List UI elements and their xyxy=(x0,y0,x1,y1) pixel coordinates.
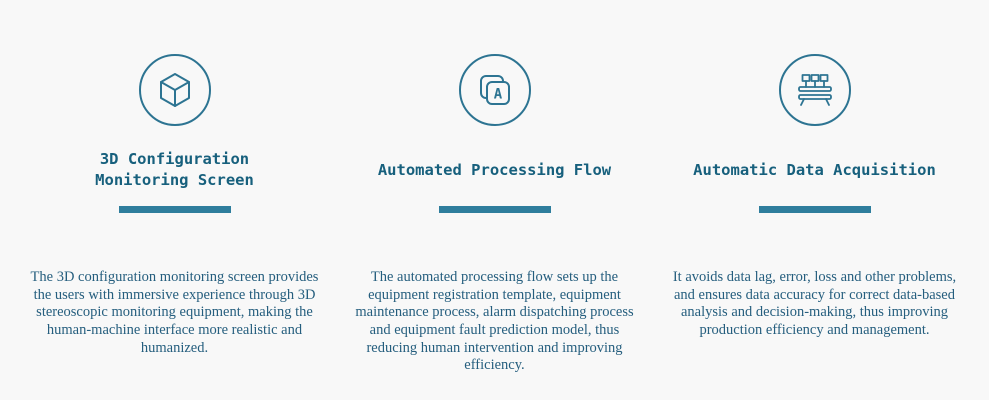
feature-description: The automated processing flow sets up th… xyxy=(355,269,634,374)
feature-card-automated-processing: A Automated Processing Flow The automate… xyxy=(345,54,645,375)
accent-divider xyxy=(438,206,551,213)
feature-title: 3D Configuration Monitoring Screen xyxy=(95,150,254,189)
features-row: 3D Configuration Monitoring Screen The 3… xyxy=(25,0,965,375)
accent-divider xyxy=(758,206,871,213)
feature-title: Automatic Data Acquisition xyxy=(693,160,936,179)
cube-3d-icon xyxy=(138,54,211,126)
feature-card-data-acquisition: Automatic Data Acquisition It avoids dat… xyxy=(665,54,965,375)
accent-divider xyxy=(118,206,231,213)
document-a-icon: A xyxy=(458,54,531,126)
data-acquisition-icon xyxy=(778,54,851,126)
svg-text:A: A xyxy=(493,87,502,103)
feature-description: The 3D configuration monitoring screen p… xyxy=(30,269,319,356)
feature-description: It avoids data lag, error, loss and othe… xyxy=(672,269,957,339)
feature-title: Automated Processing Flow xyxy=(377,160,612,179)
feature-card-3d-configuration: 3D Configuration Monitoring Screen The 3… xyxy=(25,54,325,375)
